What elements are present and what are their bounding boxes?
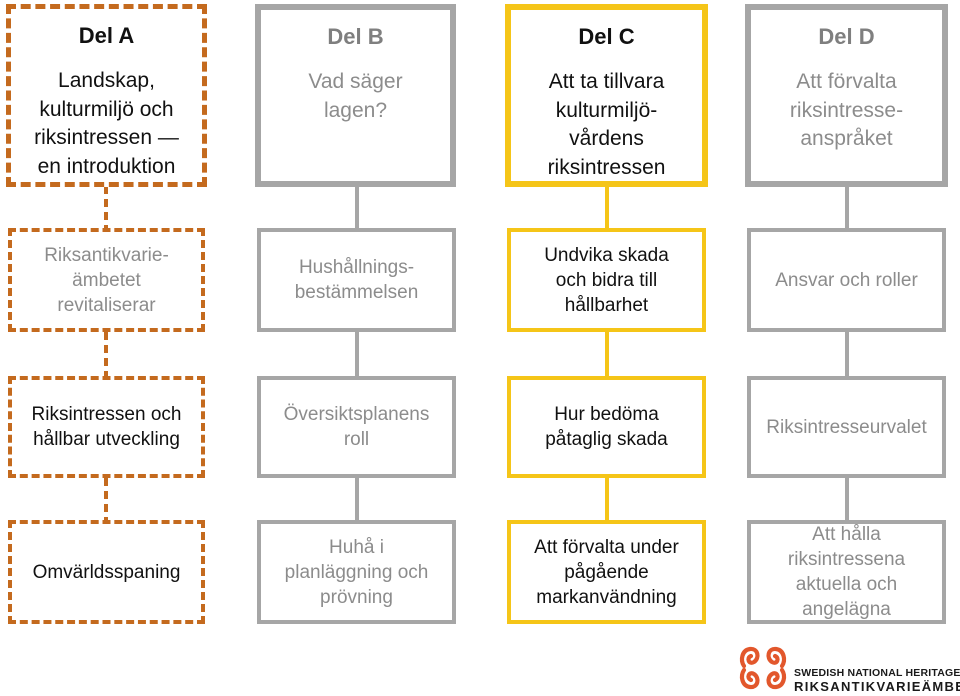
- part-d-item-2: Riksintresseurvalet: [747, 376, 946, 478]
- part-a-item-3: Omvärldsspaning: [8, 520, 205, 624]
- part-b-item-2: Översiktsplanens roll: [257, 376, 456, 478]
- part-c-title: Att ta tillvara kulturmiljö- vårdens rik…: [547, 70, 666, 179]
- part-b-box: Del B Vad säger lagen?: [255, 4, 456, 187]
- part-d-heading: Del D: [818, 24, 875, 49]
- logo-swedish-name: RIKSANTIKVARIEÄMBETET: [794, 679, 960, 694]
- part-d-item-3: Att hålla riksintressena aktuella och an…: [747, 520, 946, 624]
- part-a-title: Landskap, kulturmiljö och riksintressen …: [34, 69, 179, 178]
- part-c-item-3: Att förvalta under pågående markanvändni…: [507, 520, 706, 624]
- part-b-title: Vad säger lagen?: [308, 70, 403, 122]
- raa-logo-text: SWEDISH NATIONAL HERITAGE BOARD RIKSANTI…: [794, 667, 960, 695]
- part-c-heading: Del C: [578, 24, 635, 49]
- part-d-title: Att förvalta riksintresse- anspråket: [789, 70, 904, 150]
- logo-english-name: SWEDISH NATIONAL HERITAGE BOARD: [794, 667, 960, 679]
- part-b-item-1: Hushållnings- bestämmelsen: [257, 228, 456, 332]
- part-a-heading: Del A: [78, 23, 135, 48]
- part-a-item-1: Riksantikvarie- ämbetet revitaliserar: [8, 228, 205, 332]
- part-a-item-2: Riksintressen och hållbar utveckling: [8, 376, 205, 478]
- raa-logo-icon: [739, 646, 787, 690]
- part-b-item-3: Huhå i planläggning och prövning: [257, 520, 456, 624]
- part-c-item-2: Hur bedöma påtaglig skada: [507, 376, 706, 478]
- part-c-box: Del C Att ta tillvara kulturmiljö- vårde…: [505, 4, 708, 187]
- part-d-box: Del D Att förvalta riksintresse- anspråk…: [745, 4, 948, 187]
- part-c-item-1: Undvika skada och bidra till hållbarhet: [507, 228, 706, 332]
- part-b-heading: Del B: [327, 24, 384, 49]
- part-d-item-1: Ansvar och roller: [747, 228, 946, 332]
- part-a-box: Del A Landskap, kulturmiljö och riksintr…: [6, 4, 207, 187]
